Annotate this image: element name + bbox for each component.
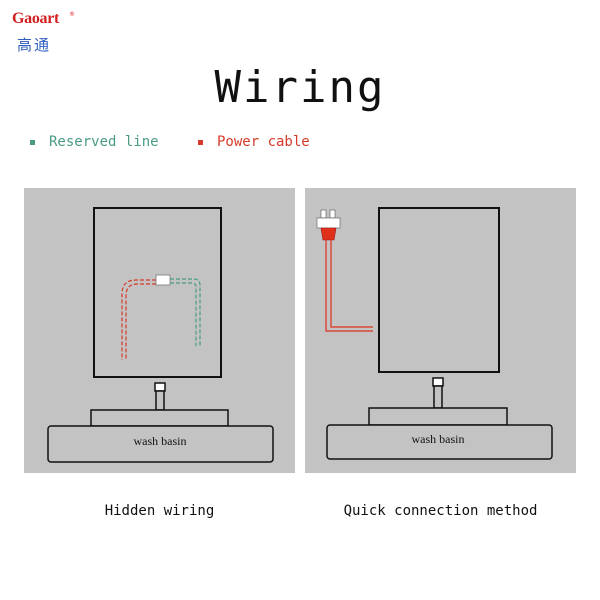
faucet-cap [154, 382, 166, 392]
basin-top [90, 409, 229, 427]
plug-prong-left [320, 209, 327, 219]
legend-item-reserved-line: Reserved line [30, 134, 159, 150]
legend-label-power: Power cable [217, 134, 310, 150]
legend-swatch-reserved [30, 139, 35, 145]
power-cable-line-inner [125, 283, 156, 360]
brand-logo: Gaoart ® 高通 [12, 10, 75, 58]
legend-label-reserved: Reserved line [49, 134, 159, 150]
registered-mark: ® [69, 11, 75, 18]
basin-body [326, 424, 553, 460]
panel-quick-connection: wash basin [305, 188, 576, 473]
plug-body [316, 217, 341, 229]
basin-label: wash basin [412, 432, 465, 446]
basin-label: wash basin [134, 434, 187, 448]
caption-quick-connection: Quick connection method [343, 503, 538, 519]
reserved-line [170, 278, 201, 346]
plug-head [320, 227, 337, 241]
mirror-frame [93, 207, 222, 378]
mirror-frame [378, 207, 500, 373]
basin-body [47, 425, 274, 463]
cable-connector [155, 274, 171, 286]
faucet-cap [432, 377, 444, 387]
legend-swatch-power [198, 139, 203, 145]
plug-prong-right [329, 209, 336, 219]
power-cable-line [325, 240, 373, 332]
power-cable-line [121, 279, 156, 360]
reserved-line-inner [170, 282, 197, 346]
brand-chinese-name: 高通 [17, 36, 52, 54]
brand-name: Gaoart [12, 10, 60, 27]
faucet-stem [433, 385, 443, 409]
caption-hidden-wiring: Hidden wiring [104, 503, 215, 519]
legend-item-power-cable: Power cable [198, 134, 310, 150]
panel-hidden-wiring: wash basin [24, 188, 295, 473]
basin-top [368, 407, 508, 426]
faucet-stem [155, 390, 165, 411]
page-title: Wiring [214, 62, 386, 113]
power-cable-line-inner [330, 240, 373, 328]
